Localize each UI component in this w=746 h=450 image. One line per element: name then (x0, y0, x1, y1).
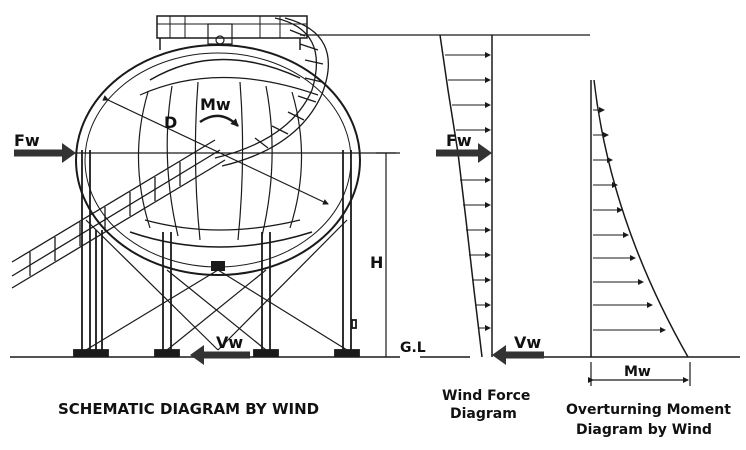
overturning-moment-diagram (590, 79, 689, 358)
wind-force-caption-line2: Diagram (450, 406, 517, 422)
inclined-stair (11, 139, 226, 289)
wind-force-diagram (439, 34, 493, 358)
sphere-outline (75, 44, 361, 276)
height-label: H (370, 253, 383, 272)
shear-label-right: Vw (514, 333, 541, 352)
wind-force-caption-line1: Wind Force (442, 388, 530, 404)
overturning-caption-line2: Diagram by Wind (576, 422, 712, 438)
diameter-line (102, 95, 329, 205)
top-band-2 (139, 76, 319, 96)
force-label-right: Fw (446, 131, 472, 150)
overturning-caption-line1: Overturning Moment (566, 402, 731, 418)
top-band (149, 58, 301, 81)
sphere-tank (75, 15, 361, 276)
moment-label-top: Mw (200, 95, 231, 114)
diameter-label: D (164, 113, 177, 132)
moment-label-bottom: Mw (624, 364, 651, 380)
shear-label-left: Vw (216, 333, 243, 352)
force-label-left: Fw (14, 131, 40, 150)
moment-dimension (588, 362, 691, 386)
moment-arc-icon (199, 114, 239, 127)
height-dimension (376, 152, 396, 357)
bottom-band-2 (144, 219, 301, 231)
schematic-caption: SCHEMATIC DIAGRAM BY WIND (58, 400, 319, 418)
sphere-inner-outline (84, 52, 352, 268)
bottom-band (129, 231, 313, 248)
support-legs (73, 150, 360, 357)
ground-level-label: G.L (400, 340, 426, 356)
